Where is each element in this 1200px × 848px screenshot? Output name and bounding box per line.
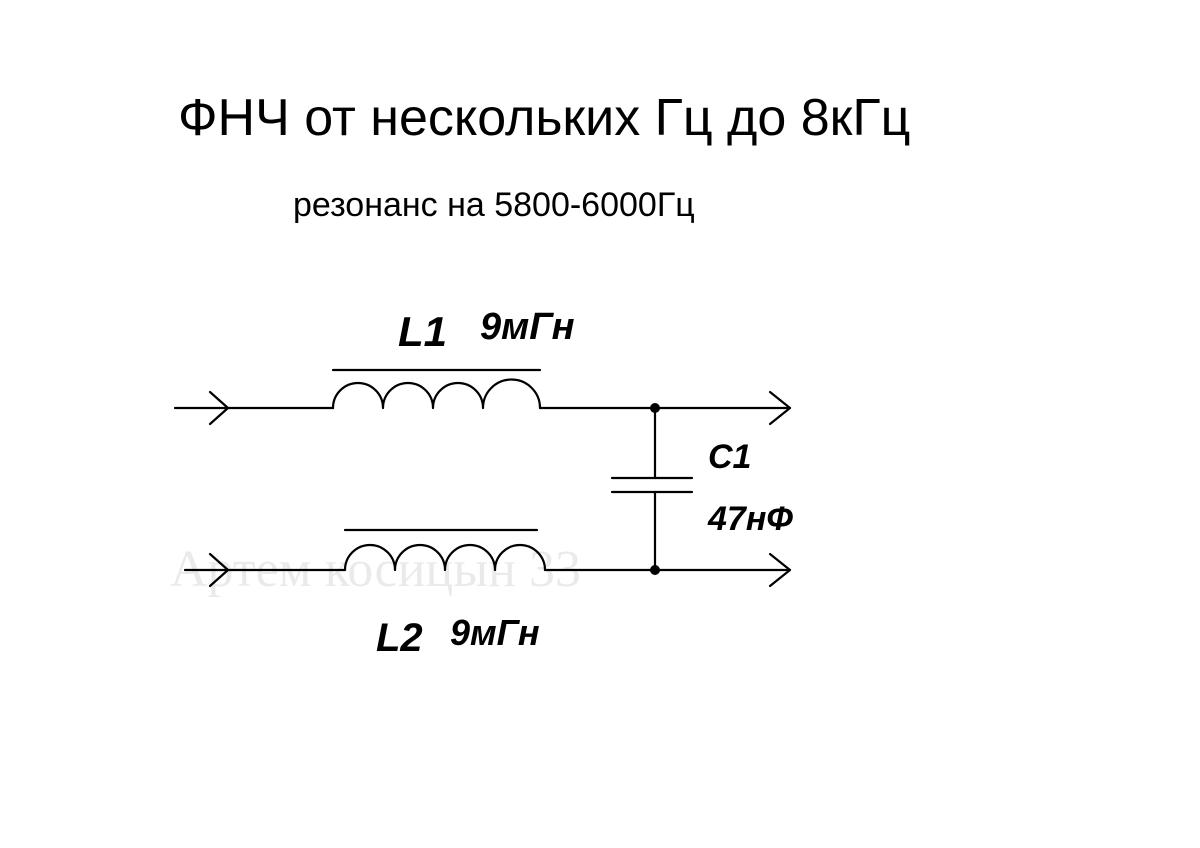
inductor-l2-coil xyxy=(343,543,547,572)
diagram-title: ФНЧ от нескольких Гц до 8кГц xyxy=(178,89,911,147)
junction-dot-top xyxy=(650,403,660,413)
inductor-l2-ref: L2 xyxy=(376,616,423,660)
output-arrow-top xyxy=(768,390,792,426)
inductor-l2-value: 9мГн xyxy=(450,612,540,653)
capacitor-c1-value: 47нФ xyxy=(708,500,793,538)
diagram-subtitle: резонанс на 5800-6000Гц xyxy=(293,186,695,224)
input-arrow-top xyxy=(173,390,230,426)
inductor-l1-coil xyxy=(331,378,542,410)
input-arrow-bottom xyxy=(183,552,230,588)
output-arrow-bottom xyxy=(768,552,792,588)
junction-dot-bottom xyxy=(650,565,660,575)
capacitor-c1-ref: C1 xyxy=(708,438,752,476)
inductor-l1-value: 9мГн xyxy=(480,306,575,348)
inductor-l1-ref: L1 xyxy=(398,308,448,355)
